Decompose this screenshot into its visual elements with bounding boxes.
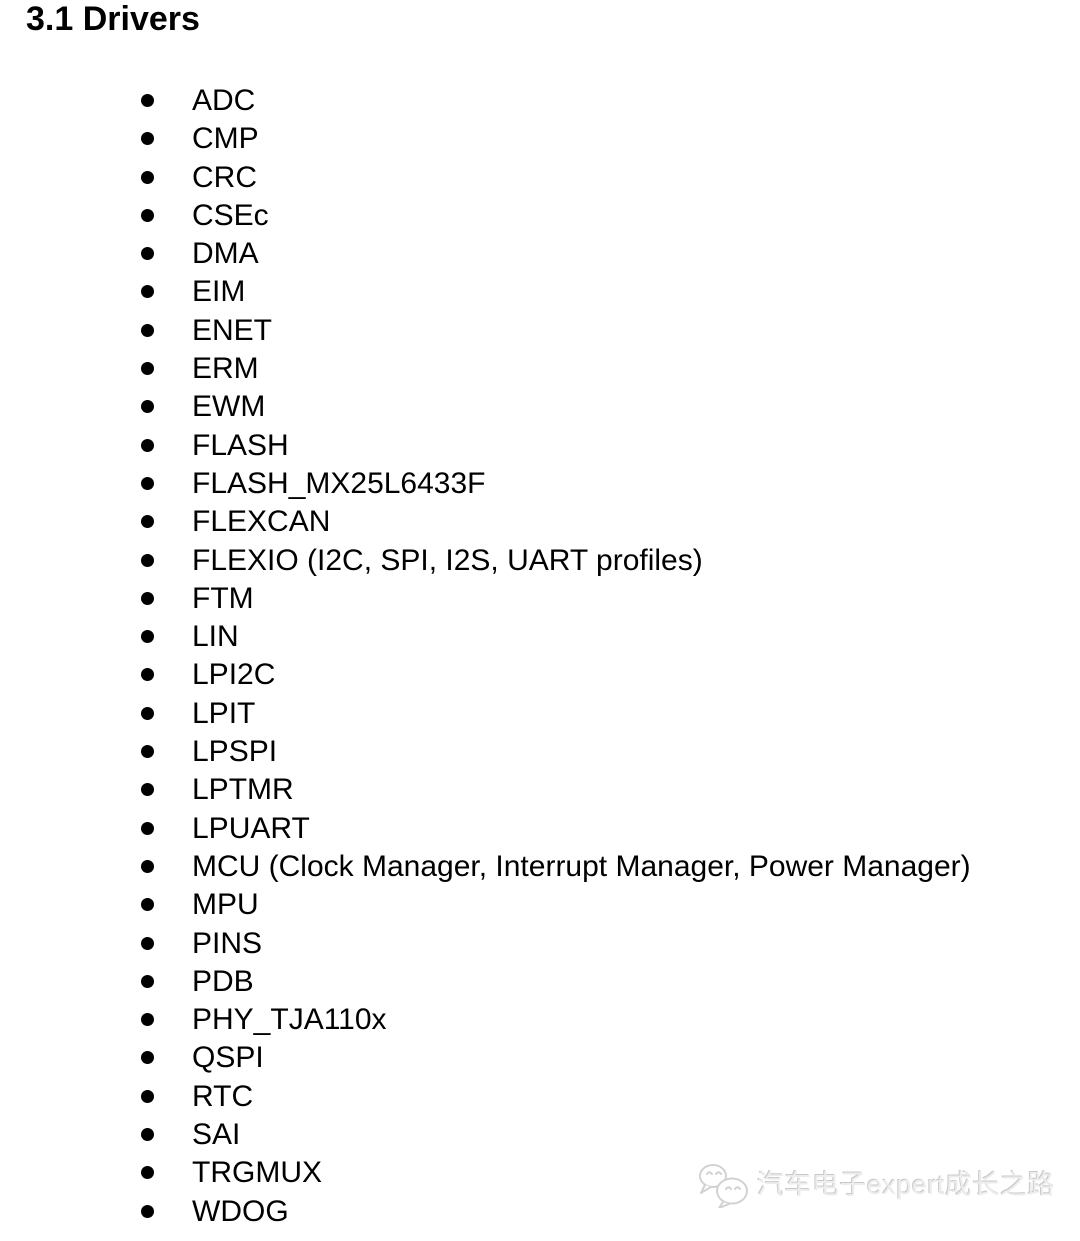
driver-name: TRGMUX [192,1156,322,1190]
driver-name: EWM [192,390,266,424]
bullet-icon [141,745,154,759]
section-heading: 3.1 Drivers [26,0,200,38]
driver-name: LPTMR [192,773,294,807]
driver-name: LIN [192,620,239,654]
driver-list-item: MPU [0,886,971,924]
driver-name: PINS [192,926,263,960]
wechat-icon [699,1164,748,1208]
driver-list-item: RTC [0,1078,971,1116]
bullet-icon [141,1013,154,1027]
bullet-icon [141,1089,154,1103]
driver-list-item: ADC [0,82,971,120]
driver-list-item: CMP [0,120,971,158]
driver-name: FTM [192,581,254,615]
driver-list-item: CSEc [0,197,971,235]
driver-name: FLEXCAN [192,505,331,539]
driver-name: CMP [192,122,259,156]
bullet-icon [141,170,154,184]
bullet-icon [141,898,154,912]
bullet-icon [141,591,154,605]
driver-list-item: LPSPI [0,733,971,771]
bullet-icon [141,515,154,529]
driver-name: RTC [192,1079,254,1113]
driver-list-item: LPIT [0,695,971,733]
bullet-icon [141,630,154,644]
driver-list-item: FLASH [0,427,971,465]
watermark-text: 汽车电子expert成长之路 [757,1169,1056,1200]
driver-list-item: PHY_TJA110x [0,1001,971,1039]
bullet-icon [141,1128,154,1142]
bullet-icon [141,208,154,222]
driver-name: FLEXIO (I2C, SPI, I2S, UART profiles) [192,543,703,577]
bullet-icon [141,1204,154,1218]
driver-list-item: LPTMR [0,771,971,809]
driver-list-item: WDOG [0,1193,971,1231]
driver-name: FLASH [192,428,289,462]
driver-list-item: SAI [0,1116,971,1154]
driver-name: CSEc [192,198,269,232]
bullet-icon [141,476,154,490]
driver-list-item: EIM [0,273,971,311]
driver-list-item: EWM [0,388,971,426]
driver-name: LPI2C [192,658,276,692]
bullet-icon [141,132,154,146]
driver-name: FLASH_MX25L6433F [192,466,486,500]
driver-list-item: FTM [0,580,971,618]
driver-list-item: FLASH_MX25L6433F [0,465,971,503]
driver-list-item: LPI2C [0,656,971,694]
driver-name: EIM [192,275,246,309]
driver-list-item: QSPI [0,1039,971,1077]
driver-name: CRC [192,160,257,194]
bullet-icon [141,400,154,414]
driver-list-item: ERM [0,350,971,388]
driver-name: LPUART [192,811,310,845]
bullet-icon [141,285,154,299]
bullet-icon [141,1051,154,1065]
driver-name: SAI [192,1118,241,1152]
bullet-icon [141,247,154,261]
driver-name: ADC [192,84,256,117]
bullet-icon [141,668,154,682]
bullet-icon [141,553,154,567]
bullet-icon [141,936,154,950]
driver-name: LPIT [192,696,256,730]
driver-list-item: PDB [0,963,971,1001]
bullet-icon [141,1166,154,1180]
driver-list-item: ENET [0,312,971,350]
bullet-icon [141,438,154,452]
bullet-icon [141,974,154,988]
watermark: 汽车电子expert成长之路 [696,1162,1055,1208]
driver-name: MPU [192,888,259,922]
driver-name: MCU (Clock Manager, Interrupt Manager, P… [192,849,971,883]
driver-list-item: FLEXCAN [0,503,971,541]
driver-list-item: CRC [0,159,971,197]
driver-list-item: LPUART [0,810,971,848]
bullet-icon [141,94,154,107]
bullet-icon [141,859,154,873]
bullet-icon [141,783,154,797]
driver-list-item: LIN [0,618,971,656]
driver-list-item: DMA [0,235,971,273]
driver-name: QSPI [192,1041,264,1075]
driver-list-item: MCU (Clock Manager, Interrupt Manager, P… [0,848,971,886]
driver-name: WDOG [192,1194,289,1228]
driver-list-item: FLEXIO (I2C, SPI, I2S, UART profiles) [0,542,971,580]
driver-name: DMA [192,237,259,271]
driver-name: PHY_TJA110x [192,1003,387,1037]
driver-list-item: PINS [0,925,971,963]
bullet-icon [141,323,154,337]
bullet-icon [141,821,154,835]
bullet-icon [141,362,154,376]
driver-name: LPSPI [192,735,278,769]
driver-name: ERM [192,352,259,386]
bullet-icon [141,706,154,720]
driver-list-item: TRGMUX [0,1154,971,1192]
driver-name: PDB [192,964,254,998]
driver-name: ENET [192,313,273,347]
